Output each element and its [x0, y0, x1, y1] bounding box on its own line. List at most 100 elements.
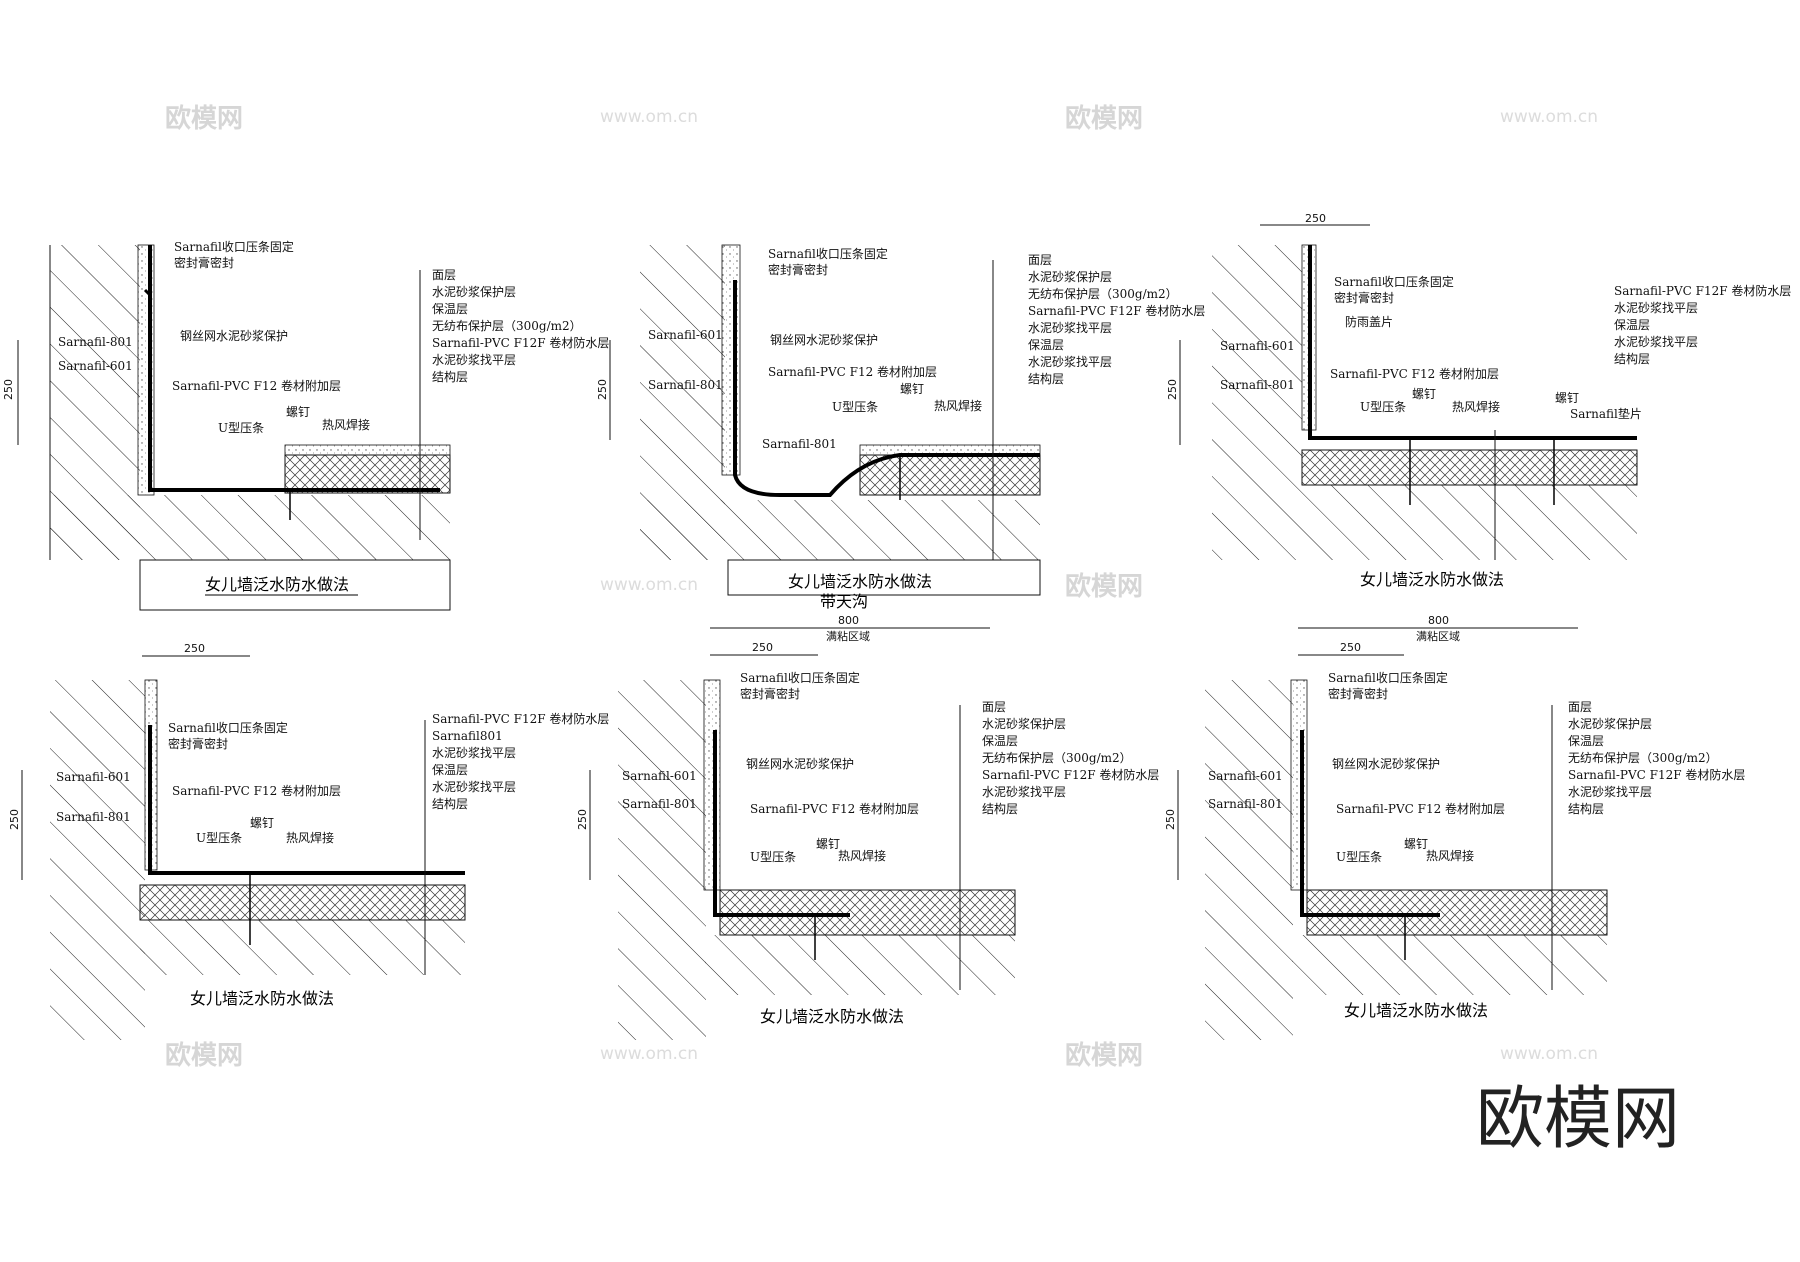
layer-label: 结构层 [1028, 371, 1064, 386]
layer-label: 水泥砂浆保护层 [982, 716, 1066, 731]
callouts: Sarnafil收口压条固定 密封膏密封 钢丝网水泥砂浆保护 Sarnafil-… [58, 239, 370, 435]
detail-6: 800 满粘区域 250 250 女儿墙泛水防水做法 面层 水泥砂浆保护层 保温… [1164, 614, 1745, 1040]
callout-label: Sarnafil-PVC F12 卷材附加层 [1336, 801, 1505, 816]
layer-label: Sarnafil-PVC F12F 卷材防水层 [1028, 303, 1205, 318]
dim-label: 250 [596, 379, 609, 400]
layer-label: 水泥砂浆保护层 [1028, 269, 1112, 284]
dim-label: 250 [2, 379, 15, 400]
callout-label: U型压条 [1360, 400, 1406, 414]
layer-label: 结构层 [1614, 351, 1650, 366]
callout-label: Sarnafil-PVC F12 卷材附加层 [750, 801, 919, 816]
detail-2: 250 女儿墙泛水防水做法 带天沟 面层 水泥砂浆保护层 无纺布保护层（300g… [596, 244, 1205, 611]
callout-label: 热风焊接 [934, 398, 982, 413]
detail-1: 250 女儿墙泛水防水做法 面层 水泥砂浆保护层 保温层 无纺布保护层（300g… [2, 239, 609, 611]
layer-label: 无纺布保护层（300g/m2） [982, 751, 1132, 765]
dim-label: 250 [8, 809, 21, 830]
layer-label: Sarnafil-PVC F12F 卷材防水层 [432, 711, 609, 726]
detail-title: 女儿墙泛水防水做法 [788, 572, 932, 591]
callout-label: U型压条 [196, 831, 242, 845]
detail-title: 女儿墙泛水防水做法 [1344, 1001, 1488, 1020]
callout-label: Sarnafil-601 [648, 328, 723, 342]
watermark-url: www.om.cn [600, 107, 698, 127]
watermark-url: www.om.cn [1500, 107, 1598, 127]
watermark-url: www.om.cn [1500, 1044, 1598, 1064]
callouts: Sarnafil收口压条固定 密封膏密封 Sarnafil-601 Sarnaf… [56, 720, 341, 845]
watermark-logo: 欧模网 [1065, 571, 1143, 602]
callout-label: Sarnafil收口压条固定 [168, 720, 288, 735]
dim-label: 满粘区域 [1416, 629, 1460, 643]
layer-label: 水泥砂浆找平层 [432, 352, 516, 367]
callout-label: Sarnafil-801 [56, 810, 131, 824]
dim-label: 250 [1164, 809, 1177, 830]
layer-label: Sarnafil801 [432, 729, 503, 743]
dim-label: 250 [752, 641, 773, 654]
layer-label: 无纺布保护层（300g/m2） [1028, 287, 1178, 301]
detail-3: 250 250 女儿墙泛水防水做法 Sarnafil-PVC F12F 卷材防水… [1166, 212, 1791, 589]
callout-label: Sarnafil收口压条固定 [1334, 274, 1454, 289]
layer-label: 保温层 [1614, 318, 1650, 332]
callout-label: Sarnafil-801 [622, 797, 697, 811]
callout-label: 密封膏密封 [1334, 290, 1394, 305]
callouts: Sarnafil收口压条固定 密封膏密封 钢丝网水泥砂浆保护 Sarnafil-… [622, 670, 919, 864]
callout-label: U型压条 [1336, 850, 1382, 864]
callout-label: U型压条 [218, 421, 264, 435]
callout-label: 钢丝网水泥砂浆保护 [1332, 756, 1440, 771]
layer-label: 结构层 [1568, 801, 1604, 816]
layer-label: Sarnafil-PVC F12F 卷材防水层 [432, 335, 609, 350]
layer-list: 面层 水泥砂浆保护层 无纺布保护层（300g/m2） Sarnafil-PVC … [1028, 253, 1205, 386]
detail-title: 女儿墙泛水防水做法 [760, 1007, 904, 1026]
layer-label: 保温层 [982, 734, 1018, 748]
dim-label: 250 [576, 809, 589, 830]
layer-label: 面层 [982, 700, 1006, 714]
dim-label: 250 [1166, 379, 1179, 400]
callout-label: 热风焊接 [286, 830, 334, 845]
callout-label: 螺钉 [1412, 387, 1436, 401]
callout-label: Sarnafil-PVC F12 卷材附加层 [768, 364, 937, 379]
callout-label: 钢丝网水泥砂浆保护 [180, 328, 288, 343]
dim-label: 250 [184, 642, 205, 655]
brand-logo: 欧模网 [1476, 1080, 1680, 1159]
layer-label: 水泥砂浆保护层 [1568, 716, 1652, 731]
watermark-logo: 欧模网 [165, 103, 243, 134]
layer-label: 水泥砂浆找平层 [982, 784, 1066, 799]
layer-label: 水泥砂浆找平层 [432, 779, 516, 794]
dim-label: 250 [1305, 212, 1326, 225]
callout-label: U型压条 [832, 400, 878, 414]
callout-label: 热风焊接 [1426, 848, 1474, 863]
callout-label: 密封膏密封 [174, 255, 234, 270]
callout-label: 螺钉 [816, 837, 840, 851]
callout-label: Sarnafil收口压条固定 [768, 246, 888, 261]
callout-label: 热风焊接 [838, 848, 886, 863]
watermark-logo: 欧模网 [165, 1040, 243, 1071]
detail-subtitle: 带天沟 [820, 592, 868, 611]
layer-label: 水泥砂浆保护层 [432, 284, 516, 299]
layer-label: 面层 [1028, 253, 1052, 267]
watermark-logo: 欧模网 [1065, 103, 1143, 134]
layer-list: 面层 水泥砂浆保护层 保温层 无纺布保护层（300g/m2） Sarnafil-… [1568, 700, 1745, 816]
callout-label: 密封膏密封 [768, 262, 828, 277]
callout-label: Sarnafil-601 [622, 769, 697, 783]
callout-label: 热风焊接 [1452, 399, 1500, 414]
callout-label: Sarnafil-801 [1220, 378, 1295, 392]
callout-label: Sarnafil收口压条固定 [174, 239, 294, 254]
callout-label: 钢丝网水泥砂浆保护 [746, 756, 854, 771]
callout-label: 螺钉 [1404, 837, 1428, 851]
callout-label: Sarnafil-PVC F12 卷材附加层 [1330, 366, 1499, 381]
layer-label: 水泥砂浆找平层 [432, 745, 516, 760]
callout-label: 螺钉 [250, 816, 274, 830]
detail-4: 250 250 女儿墙泛水防水做法 Sarnafil-PVC F12F 卷材防水… [8, 642, 609, 1040]
layer-list: 面层 水泥砂浆保护层 保温层 无纺布保护层（300g/m2） Sarnafil-… [432, 268, 609, 384]
layer-label: Sarnafil-PVC F12F 卷材防水层 [1614, 283, 1791, 298]
layer-label: 无纺布保护层（300g/m2） [432, 319, 582, 333]
dim-label: 满粘区域 [826, 629, 870, 643]
callout-label: Sarnafil-601 [1220, 339, 1295, 353]
callouts: Sarnafil收口压条固定 密封膏密封 防雨盖片 Sarnafil-601 S… [1220, 274, 1642, 421]
callout-label: Sarnafil-801 [58, 335, 133, 349]
callout-label: Sarnafil-601 [58, 359, 133, 373]
watermark-url: www.om.cn [600, 1044, 698, 1064]
layer-list: 面层 水泥砂浆保护层 保温层 无纺布保护层（300g/m2） Sarnafil-… [982, 700, 1159, 816]
callout-label: Sarnafil-801 [648, 378, 723, 392]
layer-label: 水泥砂浆找平层 [1028, 354, 1112, 369]
layer-label: 保温层 [432, 302, 468, 316]
layer-label: 结构层 [432, 796, 468, 811]
